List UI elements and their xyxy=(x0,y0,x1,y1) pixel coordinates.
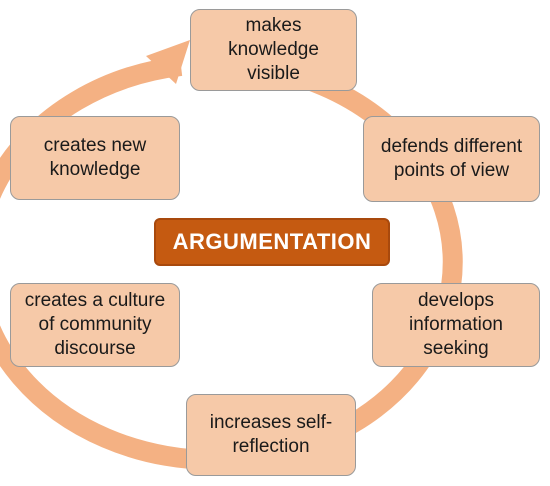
node-makes-knowledge-visible: makes knowledge visible xyxy=(190,9,357,91)
node-increases-self-reflection: increases self- reflection xyxy=(186,394,356,476)
center-argumentation-label: ARGUMENTATION xyxy=(154,218,390,266)
node-develops-information-seeking: develops information seeking xyxy=(372,283,540,367)
node-defends-different-points-of-view: defends different points of view xyxy=(363,116,540,202)
node-creates-culture-of-community-discourse: creates a culture of community discourse xyxy=(10,283,180,367)
cycle-arrow-head xyxy=(146,40,190,84)
node-creates-new-knowledge: creates new knowledge xyxy=(10,116,180,200)
